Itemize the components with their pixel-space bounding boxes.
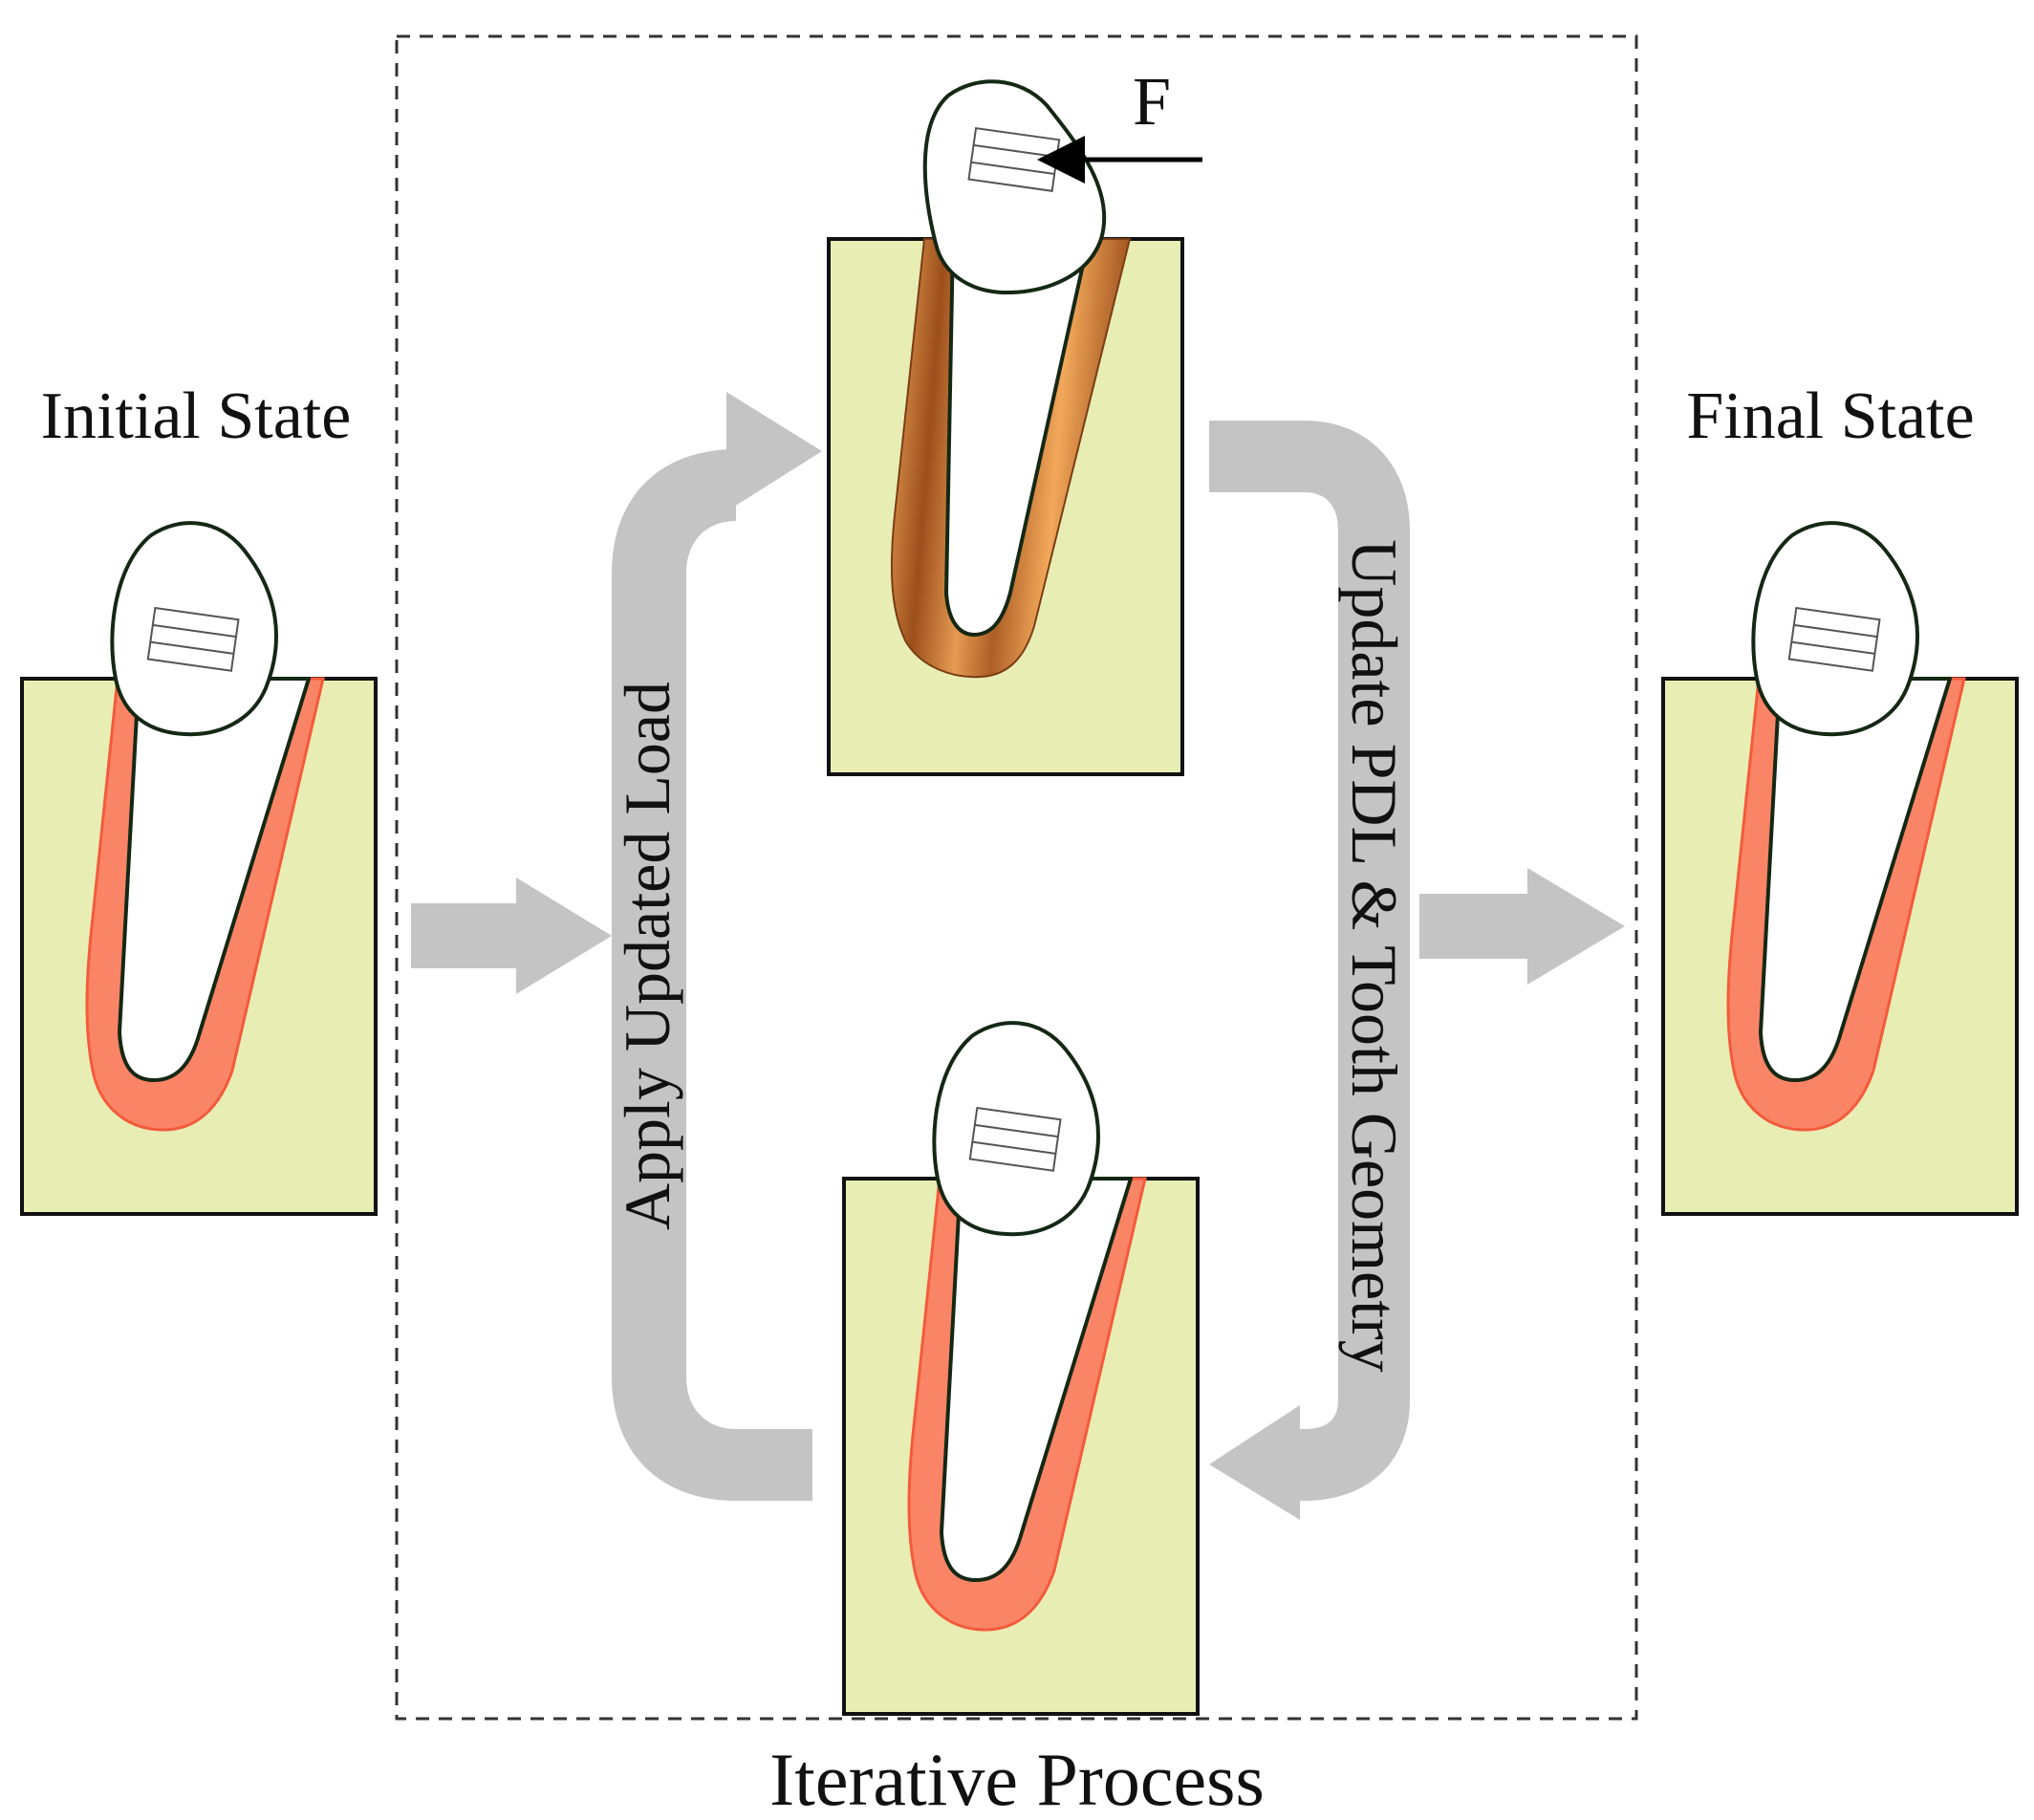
entry-arrow-head: [516, 878, 612, 994]
exit-arrow-head: [1527, 868, 1625, 985]
flow-arrow-icon: [411, 878, 612, 994]
final-state-label: Final State: [1686, 379, 1974, 453]
tooth-root: [944, 237, 1091, 637]
flow-arrow-icon: [1209, 421, 1410, 1520]
final-state-tooth: [1661, 521, 2019, 1216]
loaded-tooth: [827, 79, 1184, 776]
update-geometry-arrow-body: [1209, 421, 1410, 1501]
initial-state-tooth: [20, 521, 378, 1216]
update-geometry-arrow-head: [1209, 1405, 1300, 1520]
flow-arrow-icon: [1419, 868, 1625, 985]
apply-load-arrow-head: [726, 392, 822, 511]
force-label: F: [1133, 63, 1171, 140]
iterative-process-frame: [395, 34, 1638, 1721]
update-pdl-geometry-label: Update PDL & Tooth Geometry: [1338, 539, 1411, 1373]
exit-arrow-body: [1419, 894, 1529, 959]
apply-updated-load-label: Apply Updated Load: [611, 682, 683, 1230]
iterative-process-label: Iterative Process: [769, 1738, 1265, 1820]
updated-geometry-tooth: [842, 1021, 1200, 1716]
flow-arrow-icon: [612, 392, 822, 1501]
apply-load-arrow-body: [612, 449, 812, 1501]
tooth-crown: [922, 79, 1107, 295]
initial-state-label: Initial State: [41, 379, 352, 453]
entry-arrow-body: [411, 903, 518, 968]
